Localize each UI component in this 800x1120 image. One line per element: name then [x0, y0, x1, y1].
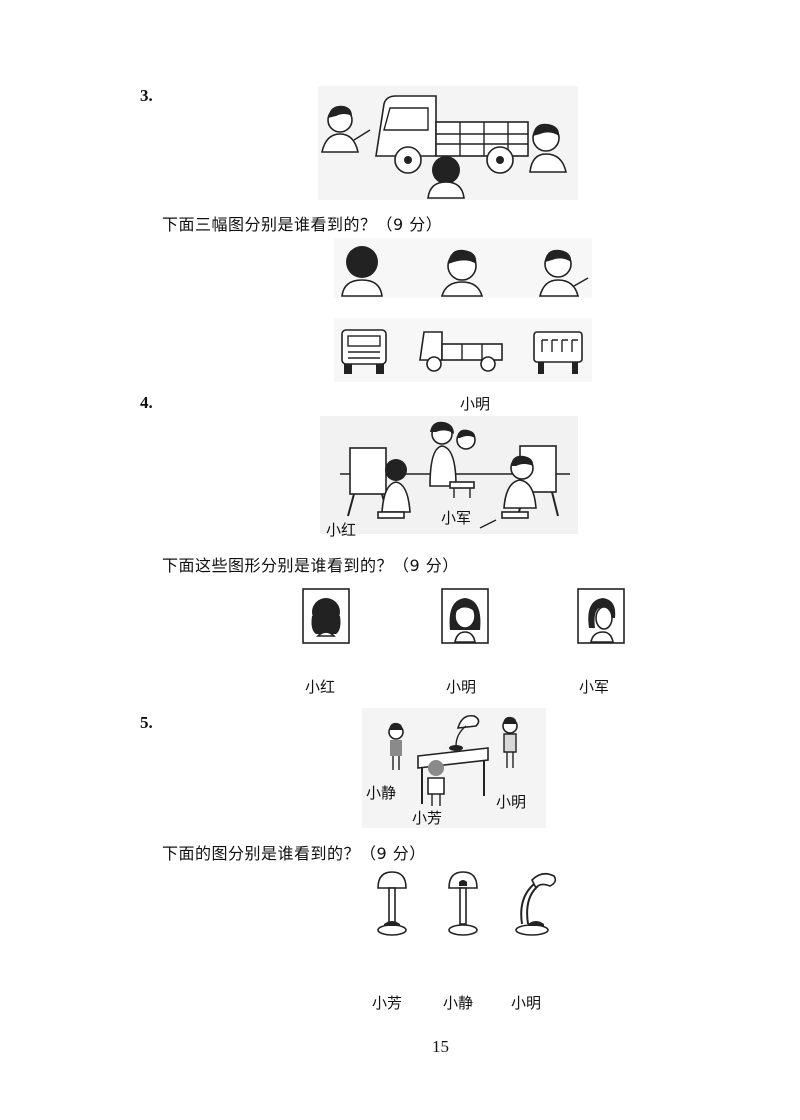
- truck-side-view: [419, 331, 503, 372]
- portrait-side-view: [577, 588, 625, 644]
- scene-label-xiaohong: 小红: [326, 521, 357, 539]
- question-3-prompt: 下面三幅图分别是谁看到的？（9 分）: [162, 215, 443, 234]
- scene-label-xiaojun: 小军: [441, 509, 472, 527]
- truck-front-view: [341, 329, 387, 374]
- scene-label-xiaoming-q5: 小明: [496, 793, 527, 811]
- question-5-prompt: 下面的图分别是谁看到的？（9 分）: [162, 844, 426, 863]
- question-3-number: 3.: [140, 86, 153, 105]
- child-back-view: [341, 246, 383, 297]
- lamp-side-view: [515, 872, 557, 936]
- answer-label-2: 小明: [446, 678, 477, 696]
- children-views-row: [334, 238, 592, 298]
- answer-label-1: 小红: [305, 678, 336, 696]
- scene-label-xiaofang: 小芳: [412, 809, 443, 827]
- lamp-scene-illustration: [362, 708, 546, 828]
- question-5-number: 5.: [140, 713, 153, 732]
- answer-label-3: 小军: [579, 678, 610, 696]
- portrait-front-view: [441, 588, 489, 644]
- page-number: 15: [432, 1037, 449, 1056]
- truck-scene-illustration: [318, 86, 578, 200]
- drawing-scene-illustration: [320, 416, 578, 534]
- lamp-front-view: [377, 871, 407, 936]
- portrait-back-view: [302, 588, 350, 644]
- answer-label-lamp-2: 小静: [443, 994, 474, 1012]
- truck-views-row: [334, 318, 592, 382]
- answer-label-lamp-1: 小芳: [372, 994, 403, 1012]
- question-4-prompt: 下面这些图形分别是谁看到的？（9 分）: [162, 556, 459, 575]
- lamp-back-view: [448, 871, 478, 936]
- truck-back-view: [533, 331, 583, 374]
- child-side-view: [538, 249, 589, 297]
- scene-label-xiaoming: 小明: [460, 395, 491, 413]
- answer-label-lamp-3: 小明: [511, 994, 542, 1012]
- scene-label-xiaojing: 小静: [366, 784, 397, 802]
- child-front-view: [440, 249, 484, 297]
- question-4-number: 4.: [140, 393, 153, 412]
